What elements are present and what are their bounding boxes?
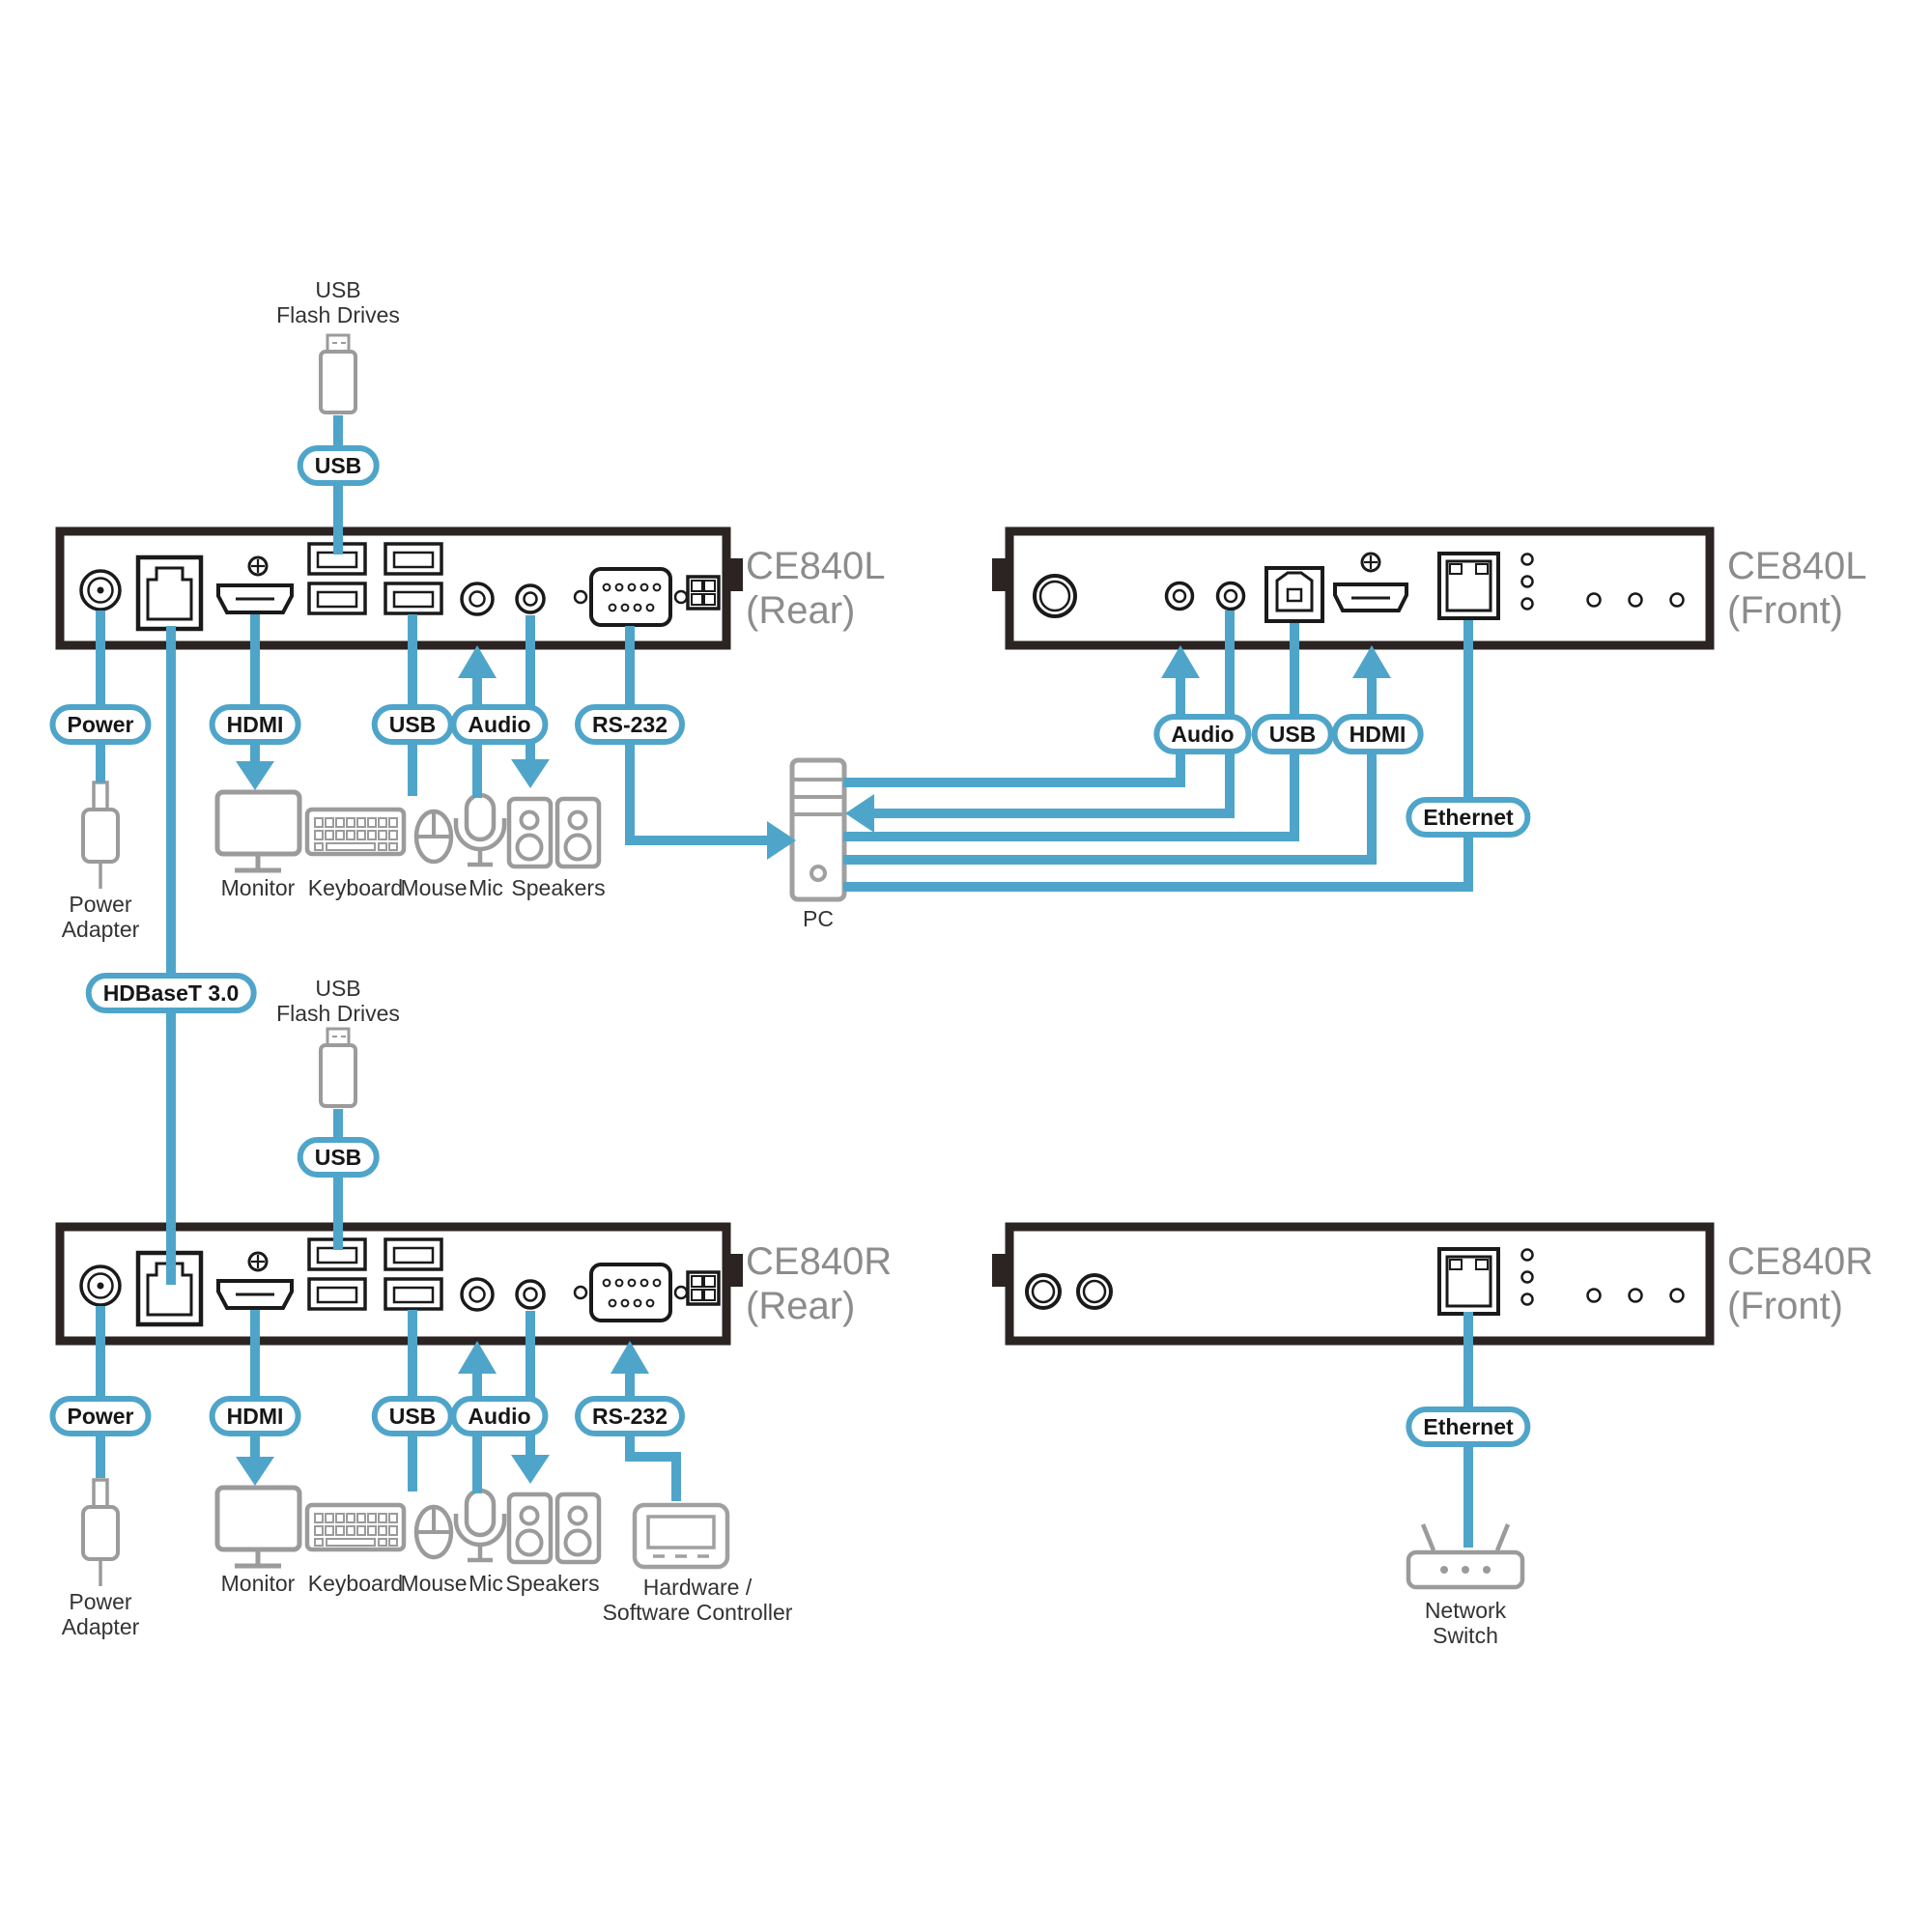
arrow-rs232-to-pc <box>767 821 796 860</box>
arrow-to-hdmi-port-front <box>1352 645 1391 678</box>
power-adapter-label-top-1: Power <box>69 892 132 917</box>
cable-pc-audio-out <box>843 676 1185 787</box>
keyboard-label-top: Keyboard <box>307 875 404 900</box>
pill-power-bottom: Power <box>49 1396 152 1436</box>
keyboard-label-bottom: Keyboard <box>307 1571 404 1596</box>
usb-flash-label-bottom-1: USB <box>315 976 361 1001</box>
usb-flash-label-bottom-2: Flash Drives <box>276 1001 400 1026</box>
power-adapter-label-bottom-1: Power <box>69 1589 132 1614</box>
device-panel-ce840r-front <box>992 1222 1715 1346</box>
cable-pc-audio-in <box>874 611 1235 818</box>
cable-pc-usb <box>843 623 1299 841</box>
cable-pc-ethernet <box>843 620 1473 892</box>
power-adapter-label-top-2: Adapter <box>61 917 140 942</box>
pc-label: PC <box>803 906 834 931</box>
device-title-ce840r-rear: CE840R <box>746 1240 893 1283</box>
pill-power-top: Power <box>49 704 152 745</box>
speakers-label-top: Speakers <box>511 875 606 900</box>
arrow-to-speakers-top <box>511 759 550 788</box>
pill-ethernet-bottom: Ethernet <box>1406 1406 1531 1447</box>
usb-b-port <box>1264 566 1324 623</box>
mic-label-bottom: Mic <box>469 1571 503 1596</box>
mount-tab <box>729 1254 743 1287</box>
speakers-label-bottom: Speakers <box>505 1571 600 1596</box>
network-switch-label-2: Switch <box>1433 1623 1498 1648</box>
device-title-ce840r-front: CE840R <box>1727 1240 1874 1283</box>
network-switch-label-1: Network <box>1424 1598 1507 1623</box>
ce840l-front-ports <box>1033 552 1408 623</box>
arrow-to-mic-port-bottom <box>458 1341 497 1374</box>
pill-usb-top: USB <box>371 704 454 745</box>
pill-hdmi-front: HDMI <box>1331 714 1424 754</box>
mount-tab <box>729 558 743 591</box>
pill-ethernet-top: Ethernet <box>1406 797 1531 838</box>
mouse-label-top: Mouse <box>400 875 468 900</box>
pill-rs232-bottom: RS-232 <box>575 1396 685 1436</box>
device-view-ce840r-front: (Front) <box>1727 1285 1843 1327</box>
network-switch-icon <box>1406 1523 1525 1590</box>
mic-label-top: Mic <box>469 875 503 900</box>
usb-flash-label-top-1: USB <box>315 277 361 302</box>
pill-hdbaset: HDBaseT 3.0 <box>85 973 257 1013</box>
arrow-to-monitor-top <box>236 761 274 790</box>
pill-rs232-top: RS-232 <box>575 704 685 745</box>
device-title-ce840l-front: CE840L <box>1727 545 1867 587</box>
device-view-ce840r-rear: (Rear) <box>746 1285 856 1327</box>
pc-icon <box>789 757 847 902</box>
monitor-label-top: Monitor <box>220 875 296 900</box>
arrow-to-monitor-bottom <box>236 1457 274 1486</box>
pill-hdmi-bottom: HDMI <box>209 1396 301 1436</box>
mount-tab <box>992 558 1006 591</box>
device-panel-ce840l-front <box>992 526 1715 650</box>
device-view-ce840l-rear: (Rear) <box>746 589 856 632</box>
pill-usb-bottom: USB <box>371 1396 454 1436</box>
pill-hdmi-top: HDMI <box>209 704 301 745</box>
pill-audio-bottom: Audio <box>450 1396 549 1436</box>
pill-usb-front: USB <box>1251 714 1334 754</box>
pill-usb-flash-top: USB <box>297 445 380 486</box>
arrow-to-rs232-port-bottom <box>611 1341 649 1374</box>
power-adapter-label-bottom-2: Adapter <box>61 1614 140 1639</box>
screw-icon <box>1360 552 1381 573</box>
ce840r-front-ports <box>1025 1273 1113 1310</box>
mouse-label-bottom: Mouse <box>400 1571 468 1596</box>
cable-rs232-top <box>625 626 769 845</box>
device-title-ce840l-rear: CE840L <box>746 545 886 587</box>
audio-jack <box>1025 1273 1062 1310</box>
controller-label-1: Hardware / <box>642 1575 753 1600</box>
device-view-ce840l-front: (Front) <box>1727 589 1843 632</box>
hdmi-port <box>1333 582 1408 612</box>
arrow-to-audio-port-front <box>1161 645 1200 678</box>
audio-jack-mic <box>1164 581 1195 611</box>
controller-label-2: Software Controller <box>602 1600 793 1625</box>
arrow-to-speakers-bottom <box>511 1455 550 1484</box>
pill-audio-front: Audio <box>1153 714 1252 754</box>
usb-flash-label-top-2: Flash Drives <box>276 302 400 327</box>
controller-icon <box>632 1502 730 1570</box>
arrow-to-mic-port-top <box>458 645 497 678</box>
arrow-audio-to-pc <box>845 794 874 833</box>
audio-jack-speaker <box>1215 581 1246 611</box>
pill-usb-flash-bottom: USB <box>297 1137 380 1178</box>
pill-audio-top: Audio <box>450 704 549 745</box>
audio-jack <box>1076 1273 1113 1310</box>
mount-tab <box>992 1254 1006 1287</box>
monitor-label-bottom: Monitor <box>220 1571 296 1596</box>
power-button <box>1033 574 1077 618</box>
